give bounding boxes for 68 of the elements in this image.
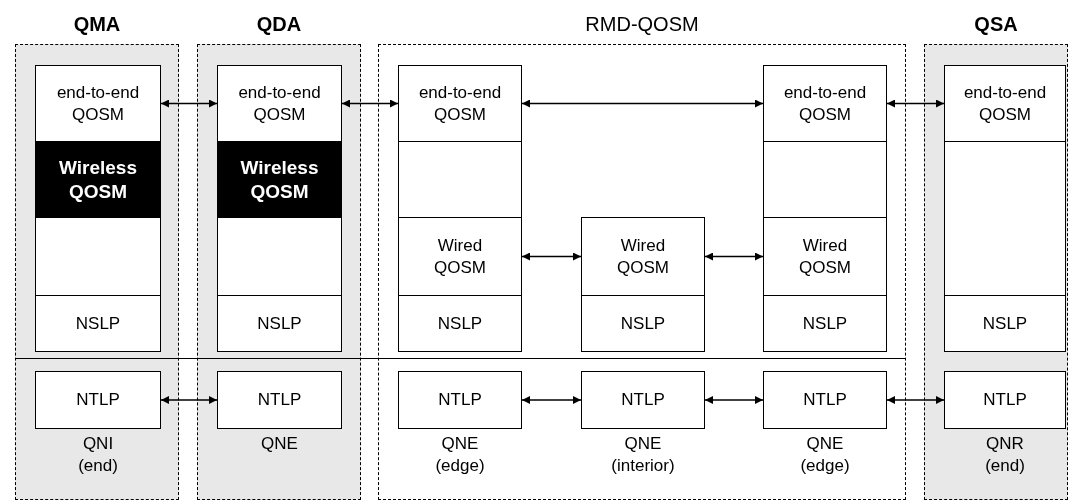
layer-box xyxy=(35,65,161,142)
highlighted-layer-box xyxy=(217,141,342,218)
layer-label: Wired QOSM xyxy=(799,235,851,278)
arrow xyxy=(341,99,399,108)
layer-box xyxy=(581,217,705,296)
layer-box xyxy=(944,65,1066,142)
empty-layer-box xyxy=(398,141,522,218)
empty-layer-box xyxy=(763,141,887,218)
layer-label: NSLP xyxy=(620,312,666,335)
arrow xyxy=(160,396,218,404)
layer-label: NSLP xyxy=(75,312,121,335)
layer-label: NTLP xyxy=(803,389,847,411)
layer-label: Wired QOSM xyxy=(434,235,486,278)
empty-layer-box xyxy=(217,217,342,296)
group-heading: QSA xyxy=(974,13,1018,36)
node-role-label: QNE (edge) xyxy=(800,433,850,478)
layer-box xyxy=(763,65,887,142)
layer-box xyxy=(217,295,342,352)
layer-box xyxy=(398,65,522,142)
layer-box xyxy=(944,295,1066,352)
empty-layer-box xyxy=(35,217,161,296)
layer-label: NTLP xyxy=(438,389,482,411)
arrow xyxy=(704,396,764,404)
arrow xyxy=(160,99,218,108)
layer-label: NTLP xyxy=(621,389,665,411)
layer-label: NSLP xyxy=(437,312,483,335)
layer-box xyxy=(217,65,342,142)
layer-label: end-to-end QOSM xyxy=(962,82,1048,125)
layer-box xyxy=(581,371,705,429)
group-heading: RMD-QOSM xyxy=(585,13,699,36)
layer-box xyxy=(35,371,161,429)
group-heading: QDA xyxy=(256,13,302,36)
layer-label: end-to-end QOSM xyxy=(417,82,503,125)
layer-box xyxy=(398,217,522,296)
node-role-label: QNE (edge) xyxy=(435,433,485,478)
node-role-label: QNE xyxy=(261,433,298,455)
layer-label: NSLP xyxy=(257,312,302,335)
group-heading: QMA xyxy=(73,13,121,36)
arrow xyxy=(521,252,582,261)
layer-label: NTLP xyxy=(76,389,120,411)
layer-label: Wireless QOSM xyxy=(240,155,319,204)
layer-label: end-to-end QOSM xyxy=(782,82,868,125)
layer-label: NSLP xyxy=(802,312,848,335)
layer-label: NTLP xyxy=(257,389,302,411)
arrow xyxy=(886,396,945,404)
layer-label: NTLP xyxy=(983,389,1027,411)
layer-box xyxy=(944,371,1066,429)
layer-box xyxy=(398,295,522,352)
layer-box xyxy=(763,217,887,296)
layer-label: Wired QOSM xyxy=(617,235,669,278)
layer-label: NSLP xyxy=(982,312,1028,335)
arrow xyxy=(521,99,764,108)
layer-box xyxy=(217,371,342,429)
layer-box xyxy=(763,371,887,429)
layer-label: end-to-end QOSM xyxy=(237,82,322,125)
node-role-label: QNI (end) xyxy=(78,433,118,478)
layer-box xyxy=(581,295,705,352)
highlighted-layer-box xyxy=(35,141,161,218)
node-role-label: QNR (end) xyxy=(985,433,1025,478)
arrow xyxy=(886,99,945,108)
arrow xyxy=(521,396,582,404)
layer-label: Wireless QOSM xyxy=(59,155,137,204)
layer-box xyxy=(763,295,887,352)
layer-box xyxy=(398,371,522,429)
layer-label: end-to-end QOSM xyxy=(55,82,141,125)
node-role-label: QNE (interior) xyxy=(611,433,675,478)
arrow xyxy=(704,252,764,261)
layer-box xyxy=(35,295,161,352)
